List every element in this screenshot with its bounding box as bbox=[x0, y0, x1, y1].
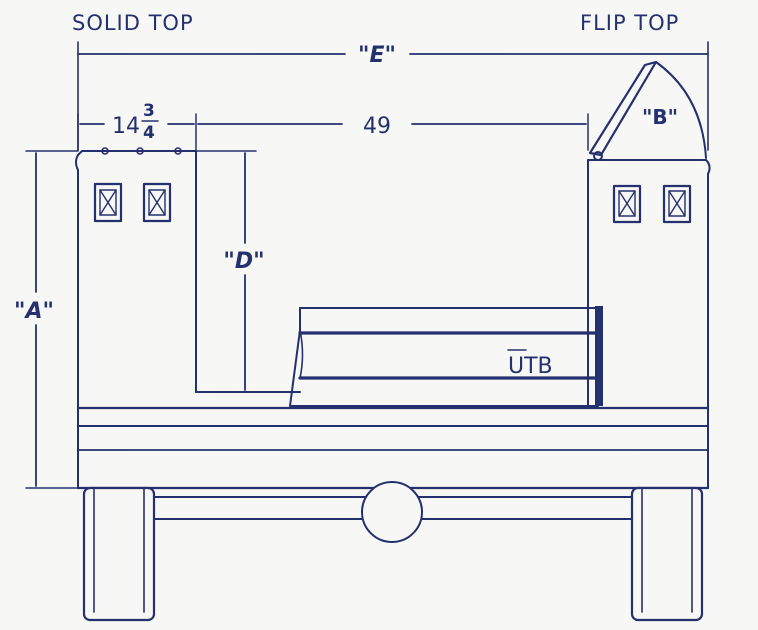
dimension-width-numerator: 3 bbox=[143, 101, 155, 121]
left-compartment bbox=[75, 147, 197, 489]
dimension-e: "E" bbox=[77, 41, 709, 151]
dimension-d: "D" bbox=[195, 150, 265, 391]
differential bbox=[361, 481, 423, 543]
utb-logo: UTB bbox=[508, 354, 553, 379]
dimension-a: "A" bbox=[14, 150, 79, 489]
latch-icon bbox=[93, 182, 123, 223]
wheel-left bbox=[82, 486, 156, 622]
dimension-b-label: "B" bbox=[642, 105, 678, 129]
dimension-width-whole: 14 bbox=[112, 114, 140, 139]
body-deck bbox=[76, 406, 710, 490]
chassis bbox=[82, 481, 704, 622]
flip-lid: "B" bbox=[588, 60, 707, 161]
dimension-e-label: "E" bbox=[358, 43, 396, 68]
dimension-d-label: "D" bbox=[223, 249, 264, 274]
right-compartment: "B" bbox=[587, 60, 711, 489]
dimension-gap-label: 49 bbox=[363, 114, 391, 139]
wheel-right bbox=[630, 486, 704, 622]
solid-top-label: SOLID TOP bbox=[72, 11, 194, 35]
dimension-width-denominator: 4 bbox=[143, 123, 155, 143]
dimension-a-label: "A" bbox=[14, 299, 54, 324]
headache-rack: UTB bbox=[289, 306, 603, 407]
dimension-gap: 49 bbox=[197, 113, 589, 151]
flip-top-label: FLIP TOP bbox=[580, 11, 679, 35]
latch-icon bbox=[142, 182, 172, 223]
dimension-compartment-width: 14 3 4 bbox=[77, 101, 197, 151]
latch-icon bbox=[612, 184, 642, 224]
rack-end-plate bbox=[595, 306, 603, 406]
latch-icon bbox=[662, 184, 692, 224]
